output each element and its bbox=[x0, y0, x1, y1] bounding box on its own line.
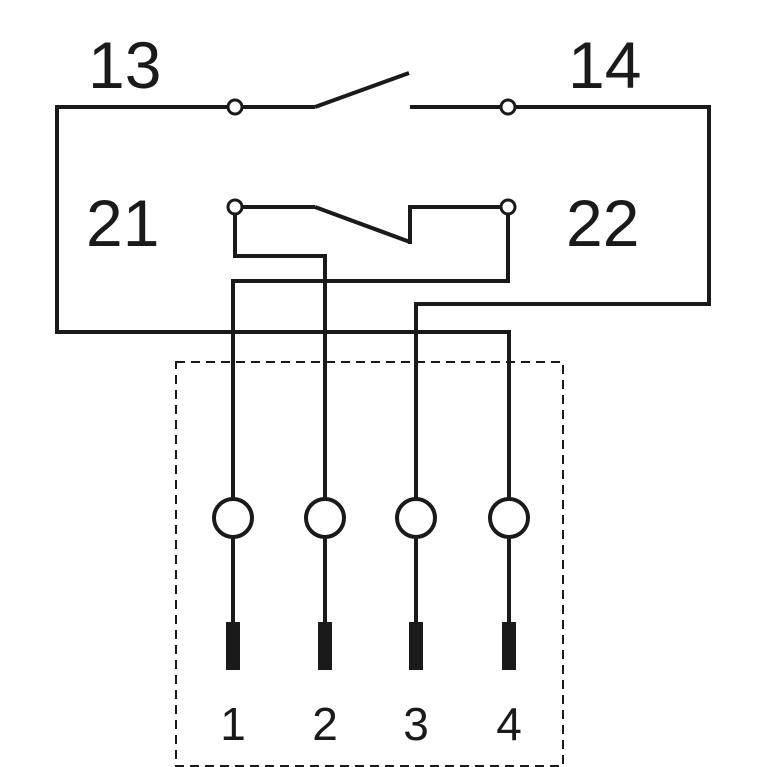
pin-1-terminal bbox=[212, 497, 254, 539]
terminal-14 bbox=[499, 98, 517, 116]
pin-1-contact bbox=[226, 622, 240, 670]
pin-2-terminal bbox=[304, 497, 346, 539]
no-contact-loop-left bbox=[55, 105, 511, 500]
connector-housing bbox=[175, 361, 564, 767]
nc-wire-21-to-pin2 bbox=[233, 214, 327, 500]
nc-wire-22-to-pin1 bbox=[231, 214, 510, 500]
pin-1-label: 1 bbox=[220, 698, 246, 750]
pin-3-label: 3 bbox=[403, 698, 429, 750]
terminal-label-21: 21 bbox=[86, 186, 159, 260]
terminal-label-13: 13 bbox=[88, 28, 161, 102]
terminal-label-14: 14 bbox=[568, 28, 641, 102]
no-contact-loop-right bbox=[414, 105, 711, 500]
terminal-22 bbox=[499, 198, 517, 216]
pin-3-contact bbox=[409, 622, 423, 670]
pin-3-terminal bbox=[395, 497, 437, 539]
pin-4-contact bbox=[502, 622, 516, 670]
pin-4-terminal bbox=[488, 497, 530, 539]
pin-2-contact bbox=[318, 622, 332, 670]
nc-contact-fixed-right bbox=[408, 205, 501, 244]
pin-2-label: 2 bbox=[312, 698, 338, 750]
terminal-label-22: 22 bbox=[566, 186, 639, 260]
nc-contact-blade bbox=[314, 205, 411, 244]
terminal-13 bbox=[226, 98, 244, 116]
terminal-21 bbox=[226, 198, 244, 216]
no-contact-blade bbox=[314, 71, 410, 109]
pin-4-label: 4 bbox=[496, 698, 522, 750]
